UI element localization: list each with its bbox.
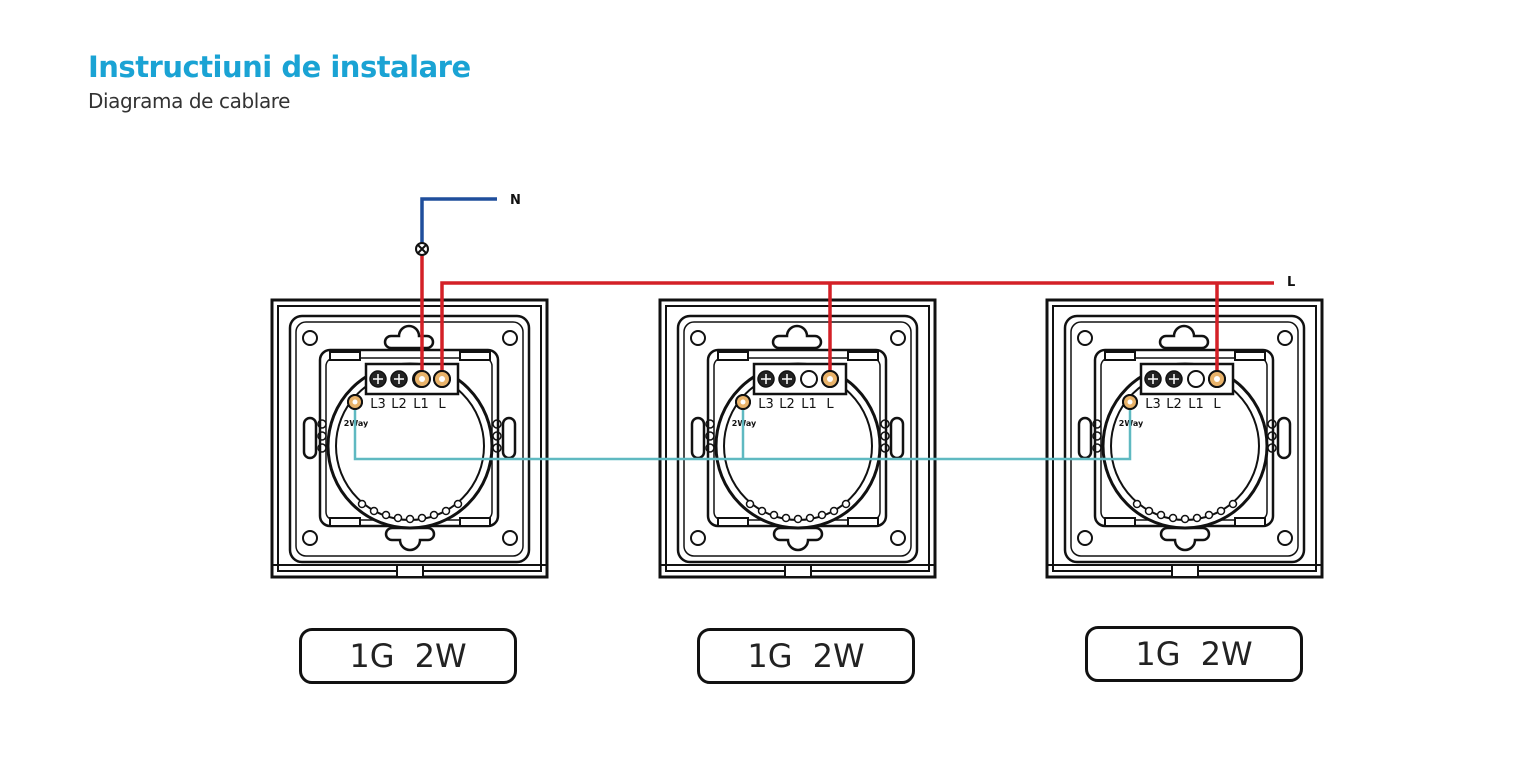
switch-3-terminal-label: L3 <box>1145 397 1161 412</box>
switch-2-terminal-label: L2 <box>779 397 795 412</box>
switch-1-terminal-label: L3 <box>370 397 386 412</box>
switch-2: L3 L2 L1 L 2Way <box>658 298 937 579</box>
switch-1-terminal-label: L1 <box>413 397 429 412</box>
page-subtitle: Diagrama de cablare <box>88 89 291 113</box>
terminal-screw-center <box>827 376 833 382</box>
live-label: L <box>1287 275 1295 290</box>
lamp-icon <box>415 242 429 256</box>
switch-2-terminal-label: L3 <box>758 397 774 412</box>
2way-terminal-center <box>740 399 746 405</box>
terminal-screw-center <box>1214 376 1220 382</box>
switch-3-model-label: 1G 2W <box>1085 626 1303 682</box>
switch-2-2way-label: 2Way <box>732 419 757 428</box>
switch-2-model-label: 1G 2W <box>697 628 915 684</box>
terminal-screw-center <box>419 376 425 382</box>
switch-1-body <box>270 298 549 579</box>
switch-1-model-label: 1G 2W <box>299 628 517 684</box>
switch-2-terminal-label: L1 <box>801 397 817 412</box>
switch-3-terminal-label: L1 <box>1188 397 1204 412</box>
neutral-label: N <box>510 193 521 208</box>
switch-3-terminal-label: L <box>1213 397 1221 412</box>
neutral-wire <box>420 197 497 243</box>
2way-terminal-center <box>352 399 358 405</box>
terminal-screw-center <box>439 376 445 382</box>
switch-2-body <box>658 298 937 579</box>
switch-1-terminal-label: L <box>438 397 446 412</box>
page-title: Instructiuni de instalare <box>88 50 471 84</box>
switch-3-terminal-label: L2 <box>1166 397 1182 412</box>
switch-1-terminal-label: L2 <box>391 397 407 412</box>
switch-1-2way-label: 2Way <box>344 419 369 428</box>
switch-1: L3 L2 L1 L 2Way <box>270 298 549 579</box>
switch-2-terminal-label: L <box>826 397 834 412</box>
switch-3-body <box>1045 298 1324 579</box>
switch-3: L3 L2 L1 L 2Way <box>1045 298 1324 579</box>
switch-3-2way-label: 2Way <box>1119 419 1144 428</box>
2way-terminal-center <box>1127 399 1133 405</box>
live-wire <box>440 281 1274 379</box>
